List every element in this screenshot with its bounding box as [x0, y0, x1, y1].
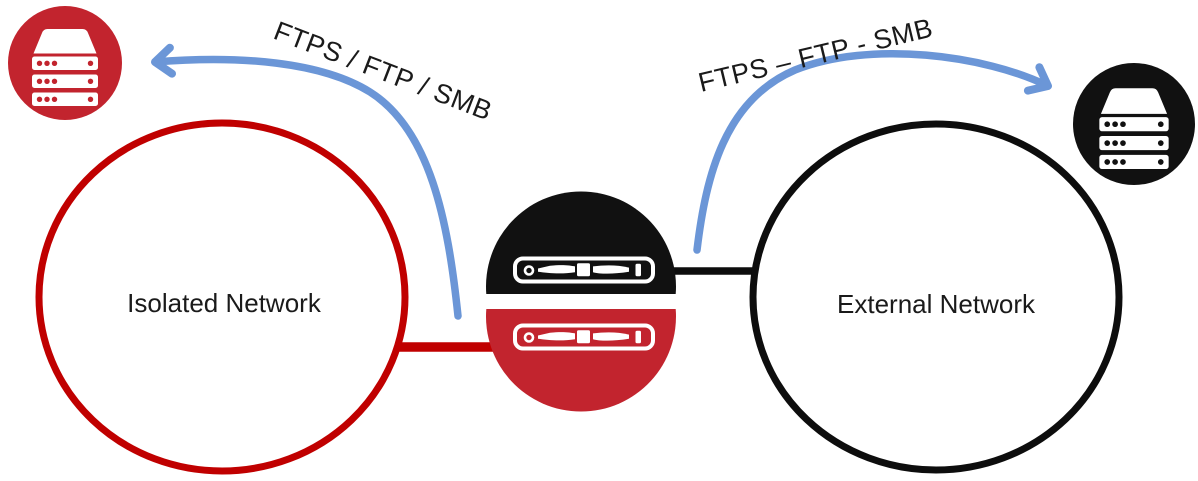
transfer-appliance [485, 191, 676, 412]
arrow-to-external [693, 50, 1052, 254]
isolated-network-label: Isolated Network [127, 288, 322, 318]
external-server-badge [1073, 63, 1195, 185]
arrow-to-isolated [151, 43, 462, 320]
isolated-server-badge [8, 6, 122, 120]
external-network-label: External Network [837, 289, 1036, 319]
external-network-circle [749, 120, 1123, 474]
isolated-network-circle [35, 119, 409, 475]
server-stack-icon [32, 29, 98, 106]
server-stack-icon [1099, 88, 1169, 170]
